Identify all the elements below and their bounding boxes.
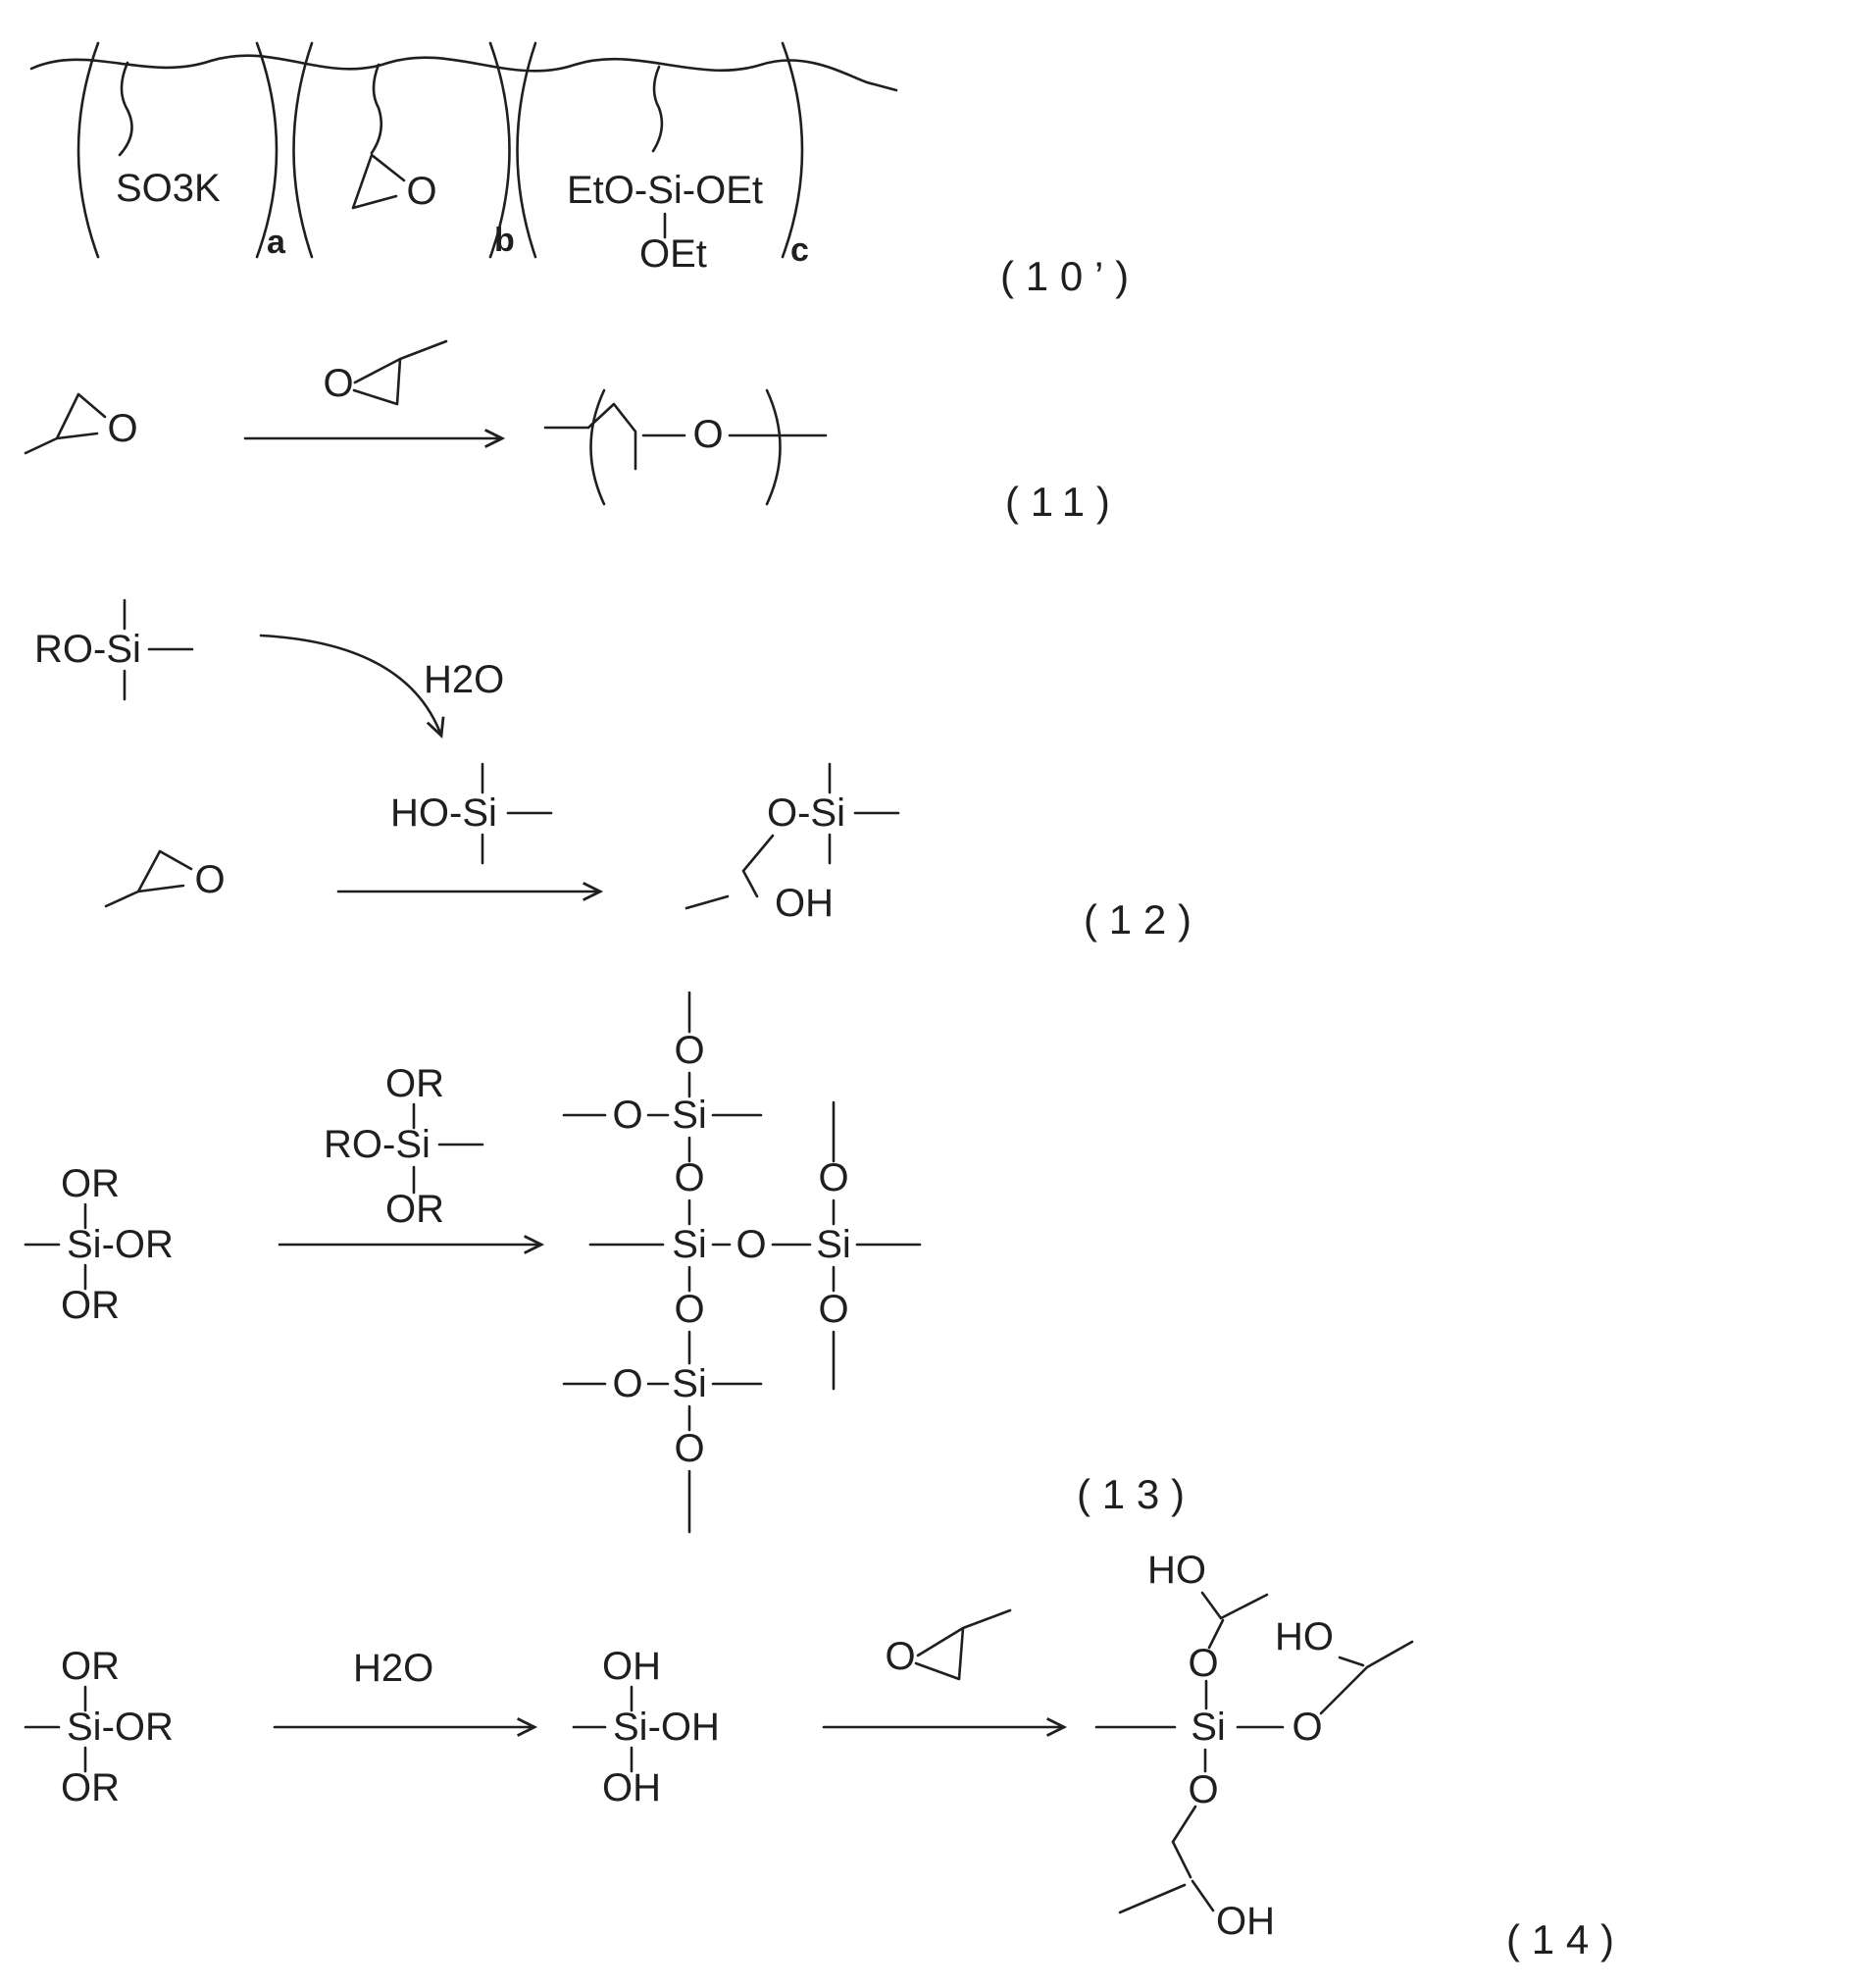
reactant-bonds [24,1202,87,1291]
reagent-epoxide-oxygen-label: O [323,362,353,405]
alkoxysilane-bonds [123,598,194,701]
network-bonds [562,991,922,1534]
trialkoxysilane-row-label: Si-OR [67,1706,174,1749]
epoxide-oxygen-label: O [406,170,436,213]
equation-number-10: (10’) [1000,253,1141,299]
subscript-c-label: c [790,231,809,269]
product-top-oxygen-label: O [1188,1642,1218,1685]
subscript-b-label: b [494,222,515,259]
reactant-bonds [24,1685,87,1773]
epoxide-oxygen-label: O [194,858,225,901]
network-oxygen: O [818,1156,848,1199]
right-chain-hydroxyl-label: HO [1275,1615,1334,1658]
reagent-silane-label: RO-Si [324,1123,431,1166]
product-bonds [1094,1591,1414,1914]
network-silicon: Si [816,1223,851,1266]
scheme-11-epoxide-polymerization: O O O (11) [24,339,1122,525]
subscript-a-label: a [267,224,286,261]
silanetriol-bonds [572,1685,634,1773]
repeat-unit-parentheses [76,41,804,259]
product-silicon-label: Si [1191,1706,1226,1749]
scheme-10-terpolymer: SO3K a O b EtO-Si-OEt OEt c (10’) [29,41,1141,299]
reagent-alkoxy-top-label: OR [385,1062,444,1105]
reagent-bonds [412,1102,484,1195]
scheme-14-hydroxypropyl-silane: OR Si-OR OR H2O OH Si-OH OH O Si O O O H… [24,1549,1626,1962]
network-silicon: Si [672,1362,707,1405]
hydroxyl-label: OH [775,882,834,925]
siloxy-product-label: O-Si [767,791,845,835]
network-oxygen: O [674,1427,704,1470]
equation-number-13: (13) [1077,1471,1196,1517]
alkoxy-bottom-label: OR [61,1284,120,1327]
silanetriol-row-label: Si-OH [613,1706,720,1749]
sulfonate-group-label: SO3K [116,167,221,210]
alkoxy-bottom-label: OR [61,1766,120,1809]
network-oxygen: O [818,1288,848,1331]
alkoxy-top-label: OR [61,1162,120,1205]
silanol-bonds [481,762,553,865]
network-oxygen: O [735,1223,766,1266]
product-right-oxygen-label: O [1292,1706,1322,1749]
alkoxysilane-label: RO-Si [34,628,141,671]
scheme-12-silanol-ring-opening: RO-Si H2O HO-Si O O-Si OH (12) [34,598,1203,943]
trialkoxysilane-row-label: Si-OR [67,1223,174,1266]
scheme-13-siloxane-network: OR Si-OR OR OR RO-Si OR O O Si O O Si O … [24,991,1196,1534]
equation-number-11: (11) [1005,479,1122,525]
ether-oxygen-label: O [692,413,723,456]
polymer-backbone [29,54,898,92]
silanol-label: HO-Si [390,791,497,835]
reagent-epoxide-oxygen-label: O [885,1635,915,1678]
equation-number-14: (14) [1506,1916,1626,1962]
reagent-alkoxy-bottom-label: OR [385,1188,444,1231]
equation-number-12: (12) [1084,896,1203,943]
ethoxy-label: OEt [639,232,707,276]
product-bottom-oxygen-label: O [1188,1768,1218,1811]
hydrolysis-curved-arrow [259,634,445,739]
silanol-top-label: OH [602,1645,661,1688]
network-oxygen: O [612,1362,642,1405]
network-oxygen: O [612,1094,642,1137]
epoxide-ring [104,849,193,908]
pendant-chains-and-bonds [118,61,667,239]
top-chain-hydroxyl-label: HO [1147,1549,1206,1592]
network-oxygen: O [674,1156,704,1199]
epoxide-reagent-ring [352,339,448,406]
epoxide-monomer-ring [24,392,107,455]
network-oxygen: O [674,1288,704,1331]
alkoxy-top-label: OR [61,1645,120,1688]
silanol-bottom-label: OH [602,1766,661,1809]
product-bonds [684,762,900,910]
network-oxygen: O [674,1029,704,1072]
water-label: H2O [353,1647,433,1690]
water-label: H2O [424,658,504,701]
network-silicon: Si [672,1094,707,1137]
triethoxysilyl-label: EtO-Si-OEt [567,169,763,212]
epoxide-reagent-ring [914,1608,1012,1681]
bottom-chain-hydroxyl-label: OH [1216,1900,1275,1943]
polyether-repeat-unit [543,388,828,506]
epoxide-oxygen-label: O [107,407,137,450]
network-silicon: Si [672,1223,707,1266]
